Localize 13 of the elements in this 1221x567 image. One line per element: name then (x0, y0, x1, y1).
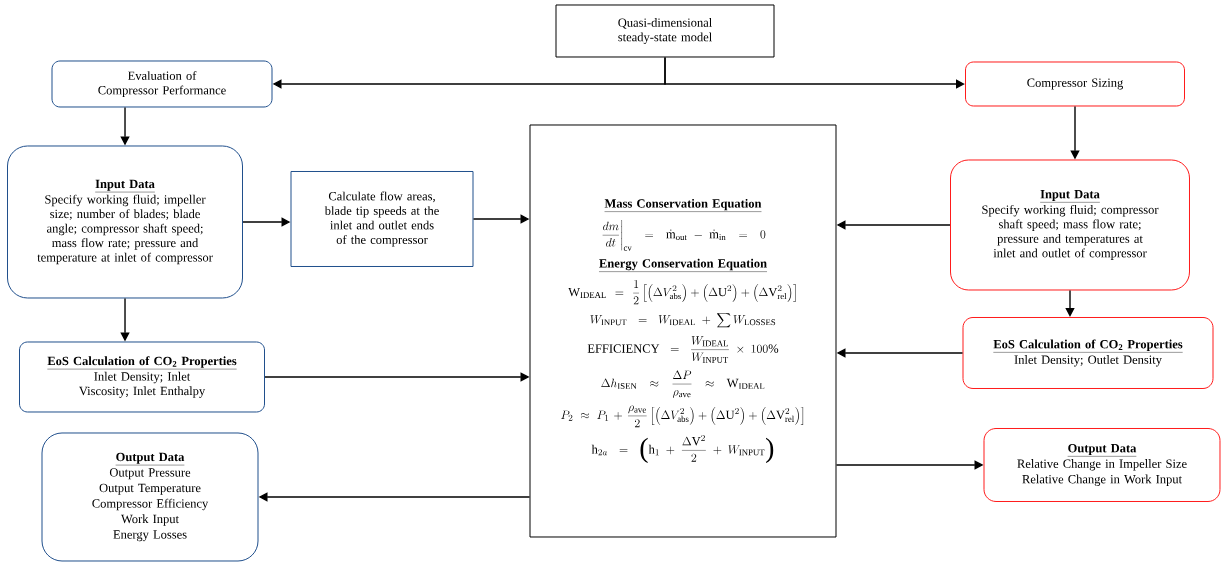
property-box: EoS Calculation of CO$_{2}$ Properties Inlet Density; Inlet Viscosity; Inlet Enthalpy (19, 341, 265, 413)
process-box: Calculate flow areas, blade tip speeds at the inlet and outlet ends of the compressor (290, 171, 474, 267)
input-data-box: Input Data Specify working fluid; impeller size; number of blades; blade angle; compressor shaft speed; mass flow rate; pressure and temperature at inlet of compressor (7, 145, 243, 299)
equation-box: Mass Conservation Equation $\left.\frac{dm}{dt}\right|_{\mathrm{cv}} = \dot{\mathrm{m}}_{\mathrm{out}} - \dot{\mathrm{m}}_{\mathrm{in}} = 0$ Energy Conservation Equation $\mathrm{W}_{\mathrm{IDEAL}} = \frac{1}{2}\left[\left(\Delta V_{\mathrm{abs}}^{2}\right) + \left(\Delta \mathrm{U}^{2}\right) + \left(\Delta \mathrm{V}_{\mathrm{rel}}^{2}\right)\right]$ $W_{\mathrm{INPUT}} = W_{\mathrm{IDEAL}} + \sum W_{\mathrm{LOSSES}}$ $\mathrm{EFFICIENCY} = \frac{W_{\mathrm{IDEAL}}}{W_{\mathrm{INPUT}}} \times 100\%$ $\Delta h_{\mathrm{ISEN}} \approx \frac{\Delta P}{\rho_{\mathrm{ave}}} \approx \mathrm{W}_{\mathrm{IDEAL}}$ $P_{2} \approx P_{1} + \frac{\rho_{\mathrm{ave}}}{2}\left[\left(\Delta V_{\mathrm{abs}}^{2}\right) + \left(\Delta \mathrm{U}^{2}\right) + \left(\Delta \mathrm{V}_{\mathrm{rel}}^{2}\right)\right]$ $\mathrm{h}_{2a} = \vcenter{\hbox{\fontsize{28}{28}\selectfont (}}\mathrm{h}_{1} + \frac{\Delta \mathrm{V}^{2}}{2} + W_{\mathrm{INPUT}}\vcenter{\hbox{\fontsize{28}{28}\selectfont )}}$ (529, 124, 837, 538)
input-data-box: Input Data Specify working fluid; compressor shaft speed; mass flow rate; pressure and temperatures at inlet and outlet of compressor (950, 159, 1190, 291)
model-box: Quasi-dimensional steady-state model (555, 4, 775, 58)
property-box: EoS Calculation of CO$_{2}$ Properties Inlet Density; Outlet Density (962, 317, 1214, 389)
arrow (664, 56, 965, 89)
process-box: Evaluation of Compressor Performance (51, 60, 273, 108)
output-data-box: Output Data Output Pressure Output Temperature Compressor Efficiency Work Input Energy Losses (41, 432, 259, 562)
process-box: Compressor Sizing (965, 61, 1185, 107)
arrow (1065, 289, 1075, 317)
output-data-box: Output Data Relative Change in Impeller Size Relative Change in Work Input (983, 428, 1221, 502)
